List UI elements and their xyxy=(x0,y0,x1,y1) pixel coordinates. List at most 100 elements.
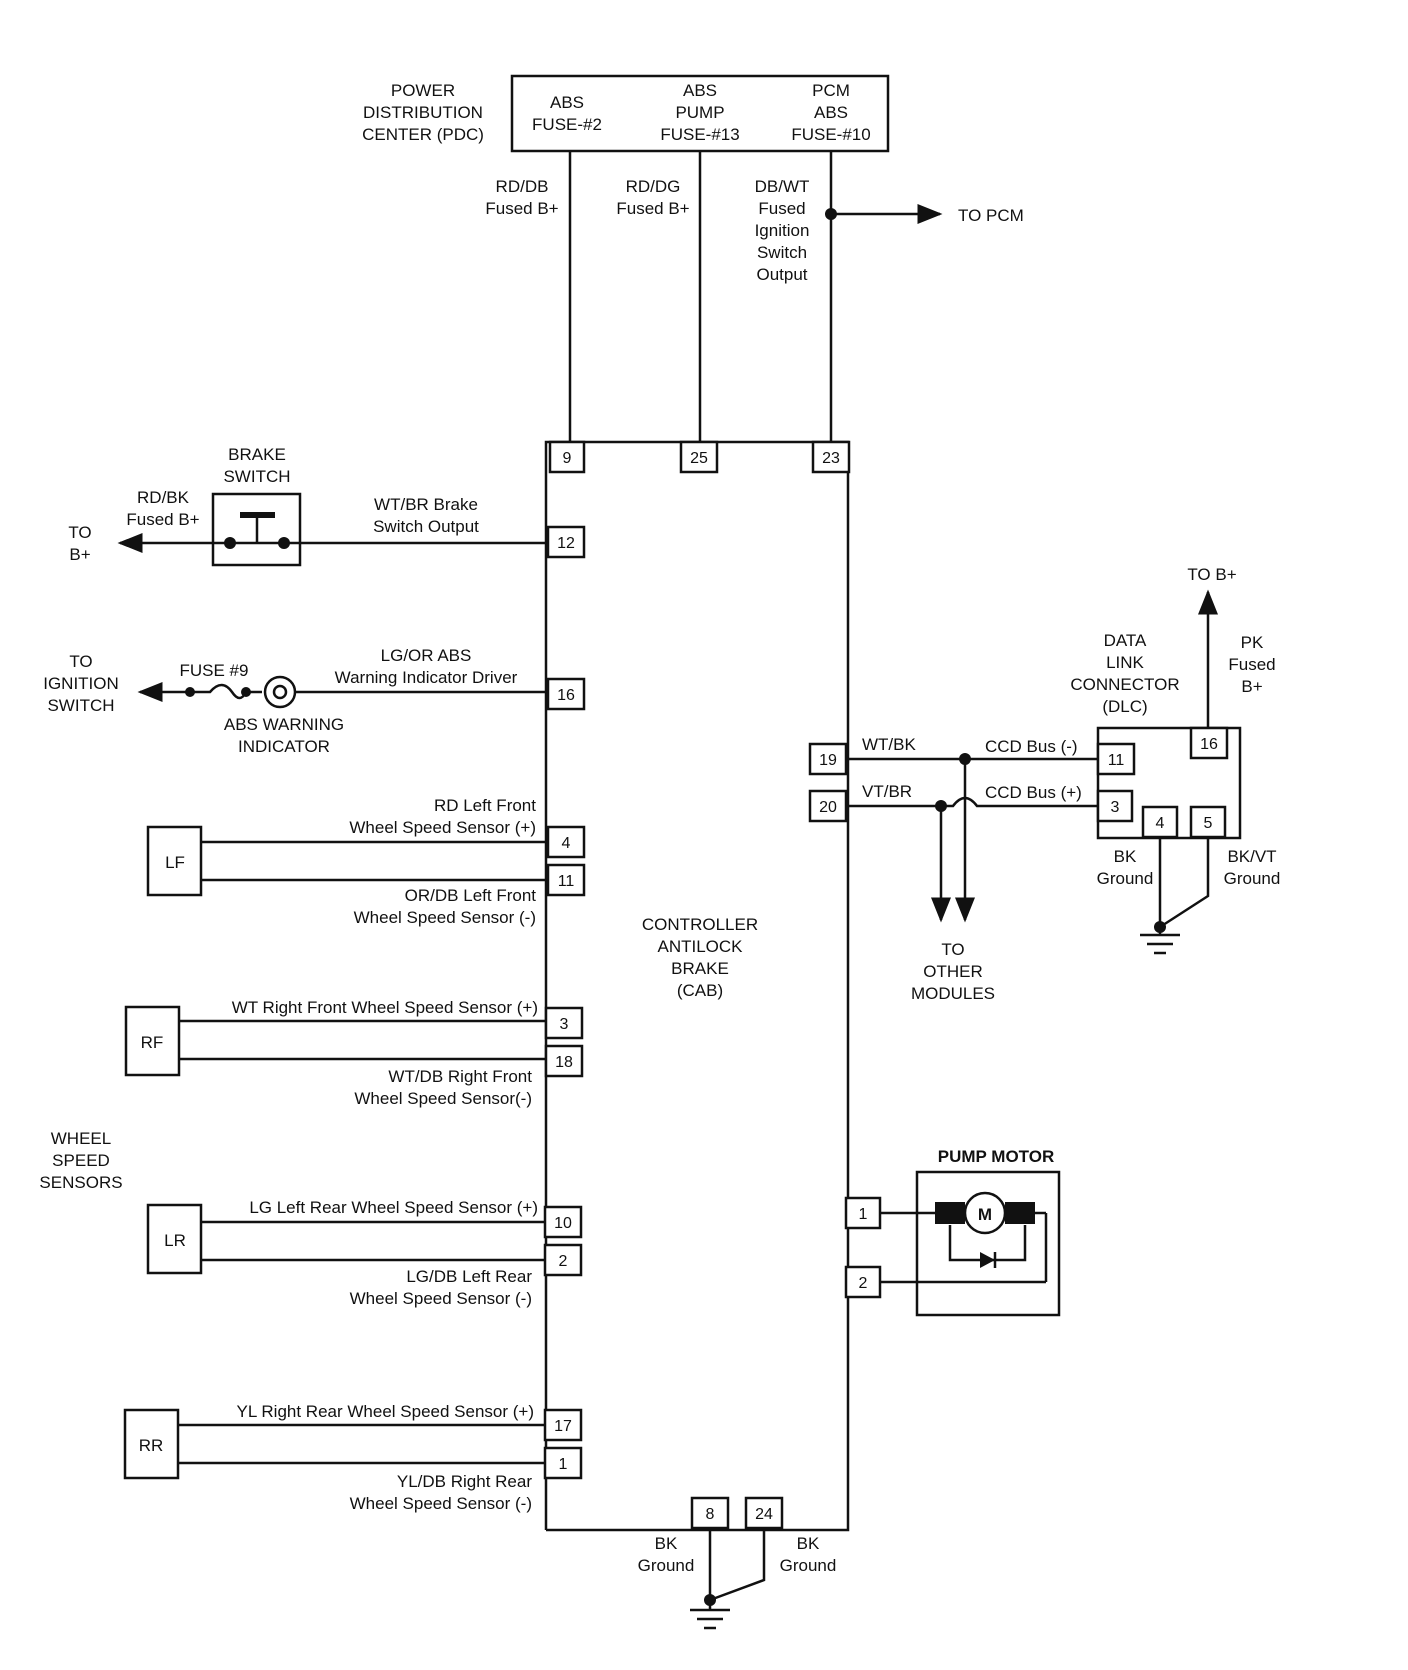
to-ignition-label: TO xyxy=(69,652,92,671)
lf-neg-label: OR/DB Left Front xyxy=(405,886,537,905)
pin-3-label: 3 xyxy=(560,1016,569,1033)
sensor-rf xyxy=(124,1005,181,1077)
pin-20-label: 20 xyxy=(819,799,837,816)
pin-23-label: 23 xyxy=(822,450,840,467)
dlc-label-b: LINK xyxy=(1106,653,1144,672)
warning-driver-label-b: Warning Indicator Driver xyxy=(335,668,518,687)
motor-brush-right xyxy=(1005,1202,1035,1224)
dlc-label: DATA xyxy=(1104,631,1147,650)
lr-pos-label: LG Left Rear Wheel Speed Sensor (+) xyxy=(249,1198,538,1217)
dlc-label-d: (DLC) xyxy=(1102,697,1147,716)
warning-driver-label: LG/OR ABS xyxy=(381,646,472,665)
dlc-pin-16 xyxy=(1189,726,1229,760)
pk-label: PK xyxy=(1241,633,1264,652)
fuse-13-label-b: PUMP xyxy=(675,103,724,122)
pdc-label-2: DISTRIBUTION xyxy=(363,103,483,122)
pin-18 xyxy=(544,1044,584,1078)
wire-23-label: DB/WT xyxy=(755,177,810,196)
pin-25-label: 25 xyxy=(690,450,708,467)
ground-24-label: BK xyxy=(797,1534,820,1553)
pin-12-label: 12 xyxy=(557,535,575,552)
pin-24 xyxy=(744,1496,784,1530)
pdc-label-1: POWER xyxy=(391,81,455,100)
wire-23-label-c: Ignition xyxy=(755,221,810,240)
dlc-bkvt-label-b: Ground xyxy=(1224,869,1281,888)
pump-pin-2-label: 2 xyxy=(859,1275,868,1292)
wire-23-label-e: Output xyxy=(756,265,807,284)
wire-23-label-b: Fused xyxy=(758,199,805,218)
pump-motor-box xyxy=(915,1170,1061,1317)
lf-pos-label-b: Wheel Speed Sensor (+) xyxy=(349,818,536,837)
rr-neg-label: YL/DB Right Rear xyxy=(397,1472,532,1491)
pin-4 xyxy=(546,825,586,859)
fuse-10-label-c: FUSE-#10 xyxy=(791,125,870,144)
pin-3 xyxy=(544,1006,584,1040)
pin-1 xyxy=(543,1446,583,1480)
pin-16 xyxy=(546,677,586,711)
fuse-10-label-b: ABS xyxy=(814,103,848,122)
fuse-13-label: ABS xyxy=(683,81,717,100)
pdc-label-3: CENTER (PDC) xyxy=(362,125,484,144)
abs-warning-label-b: INDICATOR xyxy=(238,737,330,756)
dlc-pin-5 xyxy=(1189,805,1227,839)
ccd-bus-neg-label: CCD Bus (-) xyxy=(985,737,1078,756)
cab-label-c: BRAKE xyxy=(671,959,729,978)
motor-m-label: M xyxy=(978,1205,992,1224)
motor-icon xyxy=(963,1191,1007,1235)
lr-neg-label: LG/DB Left Rear xyxy=(406,1267,532,1286)
pin-2 xyxy=(543,1243,583,1277)
dlc-pin-5-label: 5 xyxy=(1204,815,1213,832)
cab-label-b: ANTILOCK xyxy=(657,937,743,956)
pin-12 xyxy=(546,525,586,559)
dlc-pin-3 xyxy=(1096,789,1134,823)
wire-25-label-b: Fused B+ xyxy=(616,199,689,218)
pk-label-b: Fused xyxy=(1228,655,1275,674)
lf-pos-label: RD Left Front xyxy=(434,796,536,815)
to-ignition-label-b: IGNITION xyxy=(43,674,119,693)
sensor-rr xyxy=(123,1408,180,1480)
brake-feed-label: RD/BK xyxy=(137,488,190,507)
pin-2-label: 2 xyxy=(559,1253,568,1270)
wheel-speed-sensors-label: WHEEL xyxy=(51,1129,111,1148)
ground-24-label-b: Ground xyxy=(780,1556,837,1575)
brake-switch-title-b: SWITCH xyxy=(223,467,290,486)
diode-icon xyxy=(980,1252,995,1268)
pin-16-label: 16 xyxy=(557,687,575,704)
dlc-pin-11-label: 11 xyxy=(1108,752,1125,769)
dlc-bk-label-b: Ground xyxy=(1097,869,1154,888)
ground-8-label-b: Ground xyxy=(638,1556,695,1575)
to-ignition-label-c: SWITCH xyxy=(47,696,114,715)
brake-switch xyxy=(211,492,302,567)
vt-br-label: VT/BR xyxy=(862,782,912,801)
to-modules-label-b: OTHER xyxy=(923,962,983,981)
pump-motor-title: PUMP MOTOR xyxy=(938,1147,1055,1166)
rr-neg-label-b: Wheel Speed Sensor (-) xyxy=(350,1494,532,1513)
pin-25 xyxy=(679,440,719,474)
sensor-rr-label: RR xyxy=(139,1436,164,1455)
to-b-label: TO xyxy=(68,523,91,542)
pin-9-label: 9 xyxy=(563,450,572,467)
brake-output-label: WT/BR Brake xyxy=(374,495,478,514)
pin-20 xyxy=(808,789,848,823)
lf-neg-label-b: Wheel Speed Sensor (-) xyxy=(354,908,536,927)
fuse-2-label: ABS xyxy=(550,93,584,112)
dlc-bk-label: BK xyxy=(1114,847,1137,866)
fuse-10-label: PCM xyxy=(812,81,850,100)
wire-25-label: RD/DG xyxy=(626,177,681,196)
fuse-9-symbol xyxy=(190,683,262,700)
rf-neg-label-b: Wheel Speed Sensor(-) xyxy=(354,1089,532,1108)
sensor-lf-label: LF xyxy=(165,853,185,872)
pin-19-label: 19 xyxy=(819,752,837,769)
ccd-bus-pos-label: CCD Bus (+) xyxy=(985,783,1082,802)
pump-pin-1-label: 1 xyxy=(859,1206,868,1223)
dlc-to-b-label: TO B+ xyxy=(1187,565,1236,584)
sensor-lr xyxy=(146,1203,203,1275)
dlc-ground-icon xyxy=(1140,927,1180,955)
dlc-pin-3-label: 3 xyxy=(1111,799,1120,816)
fuse-2-label-b: FUSE-#2 xyxy=(532,115,602,134)
brake-switch-title: BRAKE xyxy=(228,445,286,464)
fuse-9-label: FUSE #9 xyxy=(180,661,249,680)
wheel-speed-sensors-label-c: SENSORS xyxy=(39,1173,122,1192)
dlc-pin-4-label: 4 xyxy=(1156,815,1165,832)
dlc-label-c: CONNECTOR xyxy=(1070,675,1179,694)
